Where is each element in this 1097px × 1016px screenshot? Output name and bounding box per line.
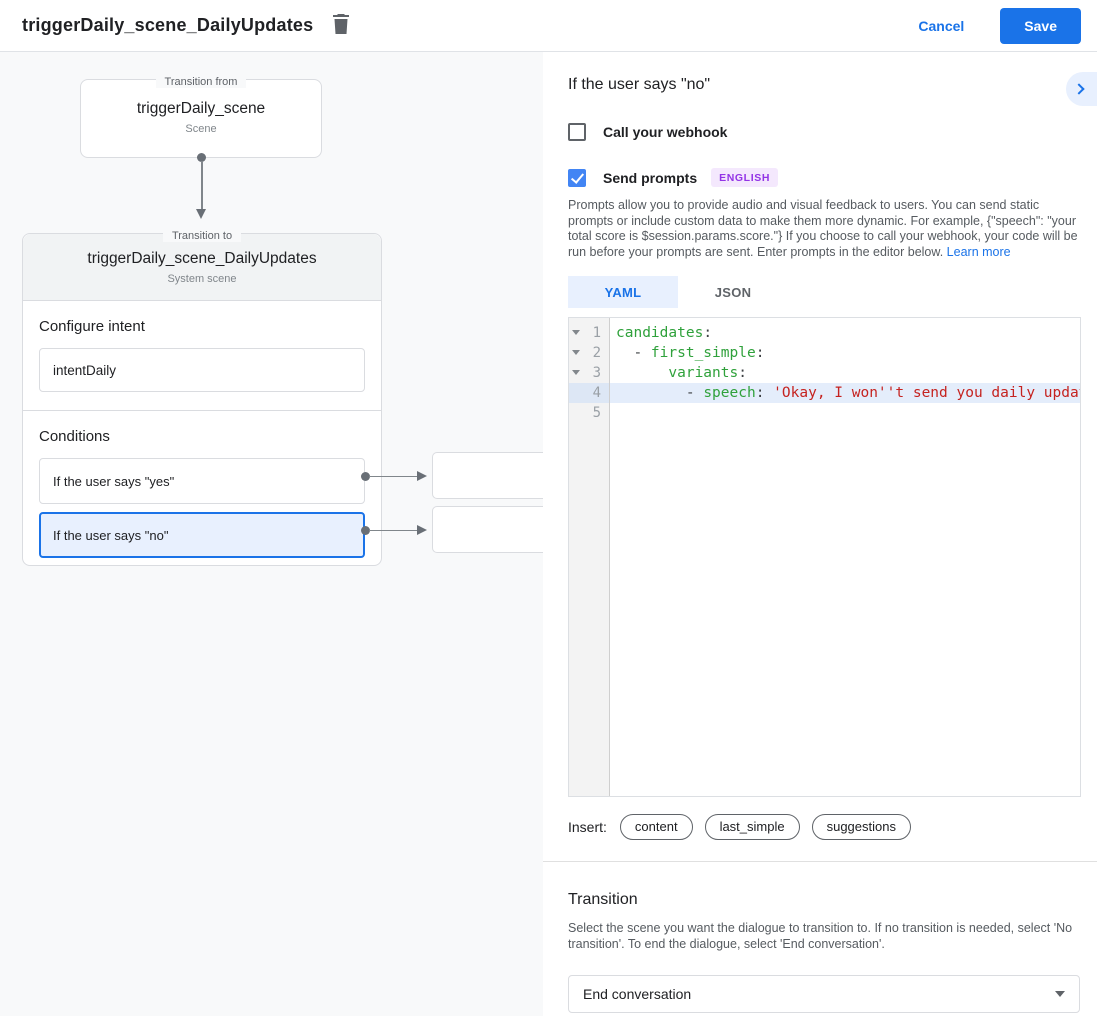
condition-no-connector: [361, 524, 433, 536]
condition-no-target-node[interactable]: [432, 506, 543, 553]
code-token-key: first_simple: [650, 345, 756, 361]
trash-icon: [331, 13, 351, 38]
section-divider: [543, 861, 1097, 862]
editor-code-area[interactable]: candidates: - first_simple: variants: - …: [610, 318, 1080, 796]
learn-more-link[interactable]: Learn more: [946, 244, 1011, 259]
panel-title: If the user says "no": [568, 76, 711, 93]
condition-yes-target-node[interactable]: [432, 452, 543, 499]
transition-from-legend: Transition from: [81, 72, 321, 90]
to-node-subtitle: System scene: [167, 273, 237, 285]
send-prompts-label: Send prompts: [603, 169, 698, 186]
connector-line: [369, 475, 419, 477]
configure-intent-label: Configure intent: [39, 318, 145, 335]
fold-toggle-icon[interactable]: [572, 370, 580, 375]
gutter-line-2[interactable]: 2: [569, 343, 609, 363]
code-line-4[interactable]: - speech: 'Okay, I won''t send you daily…: [610, 383, 1080, 403]
tab-json[interactable]: JSON: [678, 276, 788, 308]
insert-chip-content[interactable]: content: [619, 814, 693, 840]
from-node-title: triggerDaily_scene: [136, 100, 266, 117]
gutter-line-3[interactable]: 3: [569, 363, 609, 383]
transition-heading: Transition: [568, 891, 638, 908]
code-line-1[interactable]: candidates:: [610, 323, 1080, 343]
page-title: triggerDaily_scene_DailyUpdates: [22, 15, 314, 35]
webhook-row: Call your webhook: [568, 123, 1080, 141]
transition-select[interactable]: End conversation: [568, 975, 1080, 1013]
code-token-key: speech: [703, 385, 756, 401]
to-card-body: Configure intent intentDaily Conditions …: [23, 318, 381, 558]
condition-item-no[interactable]: If the user says "no": [39, 512, 365, 558]
insert-chip-suggestions[interactable]: suggestions: [811, 814, 911, 840]
gutter-line-1[interactable]: 1: [569, 323, 609, 343]
code-line-3[interactable]: variants:: [610, 363, 1080, 383]
code-token-plain: [616, 365, 668, 381]
arrowhead-right-icon: [417, 470, 427, 481]
insert-row: Insert: content last_simple suggestions: [568, 814, 1080, 840]
prompts-description-text: Prompts allow you to provide audio and v…: [568, 198, 1078, 259]
intent-item[interactable]: intentDaily: [39, 348, 365, 392]
to-node-title: triggerDaily_scene_DailyUpdates: [87, 250, 317, 267]
code-token-plain: -: [616, 385, 704, 401]
condition-detail-panel: If the user says "no" Call your webhook …: [543, 52, 1097, 1016]
call-webhook-checkbox[interactable]: [568, 123, 586, 141]
code-token-key: candidates: [616, 325, 704, 341]
connector-dot: [361, 471, 370, 481]
code-token-string: 'Okay, I won''t send you daily updates.': [773, 385, 1080, 401]
dropdown-caret-icon: [1055, 991, 1065, 997]
insert-label: Insert:: [568, 819, 607, 835]
main-area: Transition from triggerDaily_scene Scene…: [0, 52, 1097, 1016]
code-token-plain: :: [755, 385, 774, 401]
connector-line: [200, 161, 203, 210]
card-divider: [23, 410, 381, 411]
prompts-description: Prompts allow you to provide audio and v…: [568, 198, 1080, 260]
arrowhead-down-icon: [196, 209, 206, 219]
connector-dot: [197, 153, 206, 162]
condition-yes-connector: [361, 470, 433, 482]
transition-from-node[interactable]: Transition from triggerDaily_scene Scene: [80, 76, 322, 158]
save-button[interactable]: Save: [1000, 7, 1081, 44]
gutter-line-4: 4: [569, 383, 609, 403]
tab-yaml[interactable]: YAML: [568, 276, 678, 308]
code-token-plain: :: [738, 365, 747, 381]
from-node-subtitle: Scene: [185, 123, 217, 135]
connector-dot: [361, 525, 370, 535]
language-badge: ENGLISH: [711, 168, 778, 187]
conditions-label: Conditions: [39, 428, 110, 445]
code-token-plain: :: [703, 325, 713, 341]
call-webhook-label: Call your webhook: [603, 124, 728, 140]
delete-scene-button[interactable]: [331, 13, 351, 38]
code-line-2[interactable]: - first_simple:: [610, 343, 1080, 363]
send-prompts-checkbox[interactable]: [568, 168, 586, 187]
scene-transition-arrow: [196, 153, 206, 219]
condition-item-yes[interactable]: If the user says "yes": [39, 458, 365, 504]
collapse-panel-button[interactable]: [1066, 72, 1097, 106]
code-token-key: variants: [668, 365, 739, 381]
code-line-5[interactable]: [610, 403, 1080, 423]
arrowhead-right-icon: [417, 524, 427, 535]
send-prompts-row: Send prompts ENGLISH: [568, 168, 1080, 187]
cancel-button[interactable]: Cancel: [902, 10, 980, 42]
connector-line: [369, 529, 419, 531]
insert-chip-last-simple[interactable]: last_simple: [704, 814, 800, 840]
transition-to-card: Transition to triggerDaily_scene_DailyUp…: [22, 230, 382, 566]
gutter-line-5: 5: [592, 405, 601, 421]
top-header: triggerDaily_scene_DailyUpdates Cancel S…: [0, 0, 1097, 52]
transition-description: Select the scene you want the dialogue t…: [568, 921, 1073, 951]
to-card-header: triggerDaily_scene_DailyUpdates System s…: [23, 234, 381, 301]
chevron-right-icon: [1072, 83, 1085, 95]
transition-select-value: End conversation: [583, 986, 692, 1002]
fold-toggle-icon[interactable]: [572, 350, 580, 355]
code-token-plain: :: [755, 345, 765, 361]
editor-format-tabs: YAML JSON: [568, 276, 1080, 308]
flow-diagram-canvas: Transition from triggerDaily_scene Scene…: [0, 52, 543, 1016]
code-token-plain: -: [616, 345, 651, 361]
fold-toggle-icon[interactable]: [572, 330, 580, 335]
